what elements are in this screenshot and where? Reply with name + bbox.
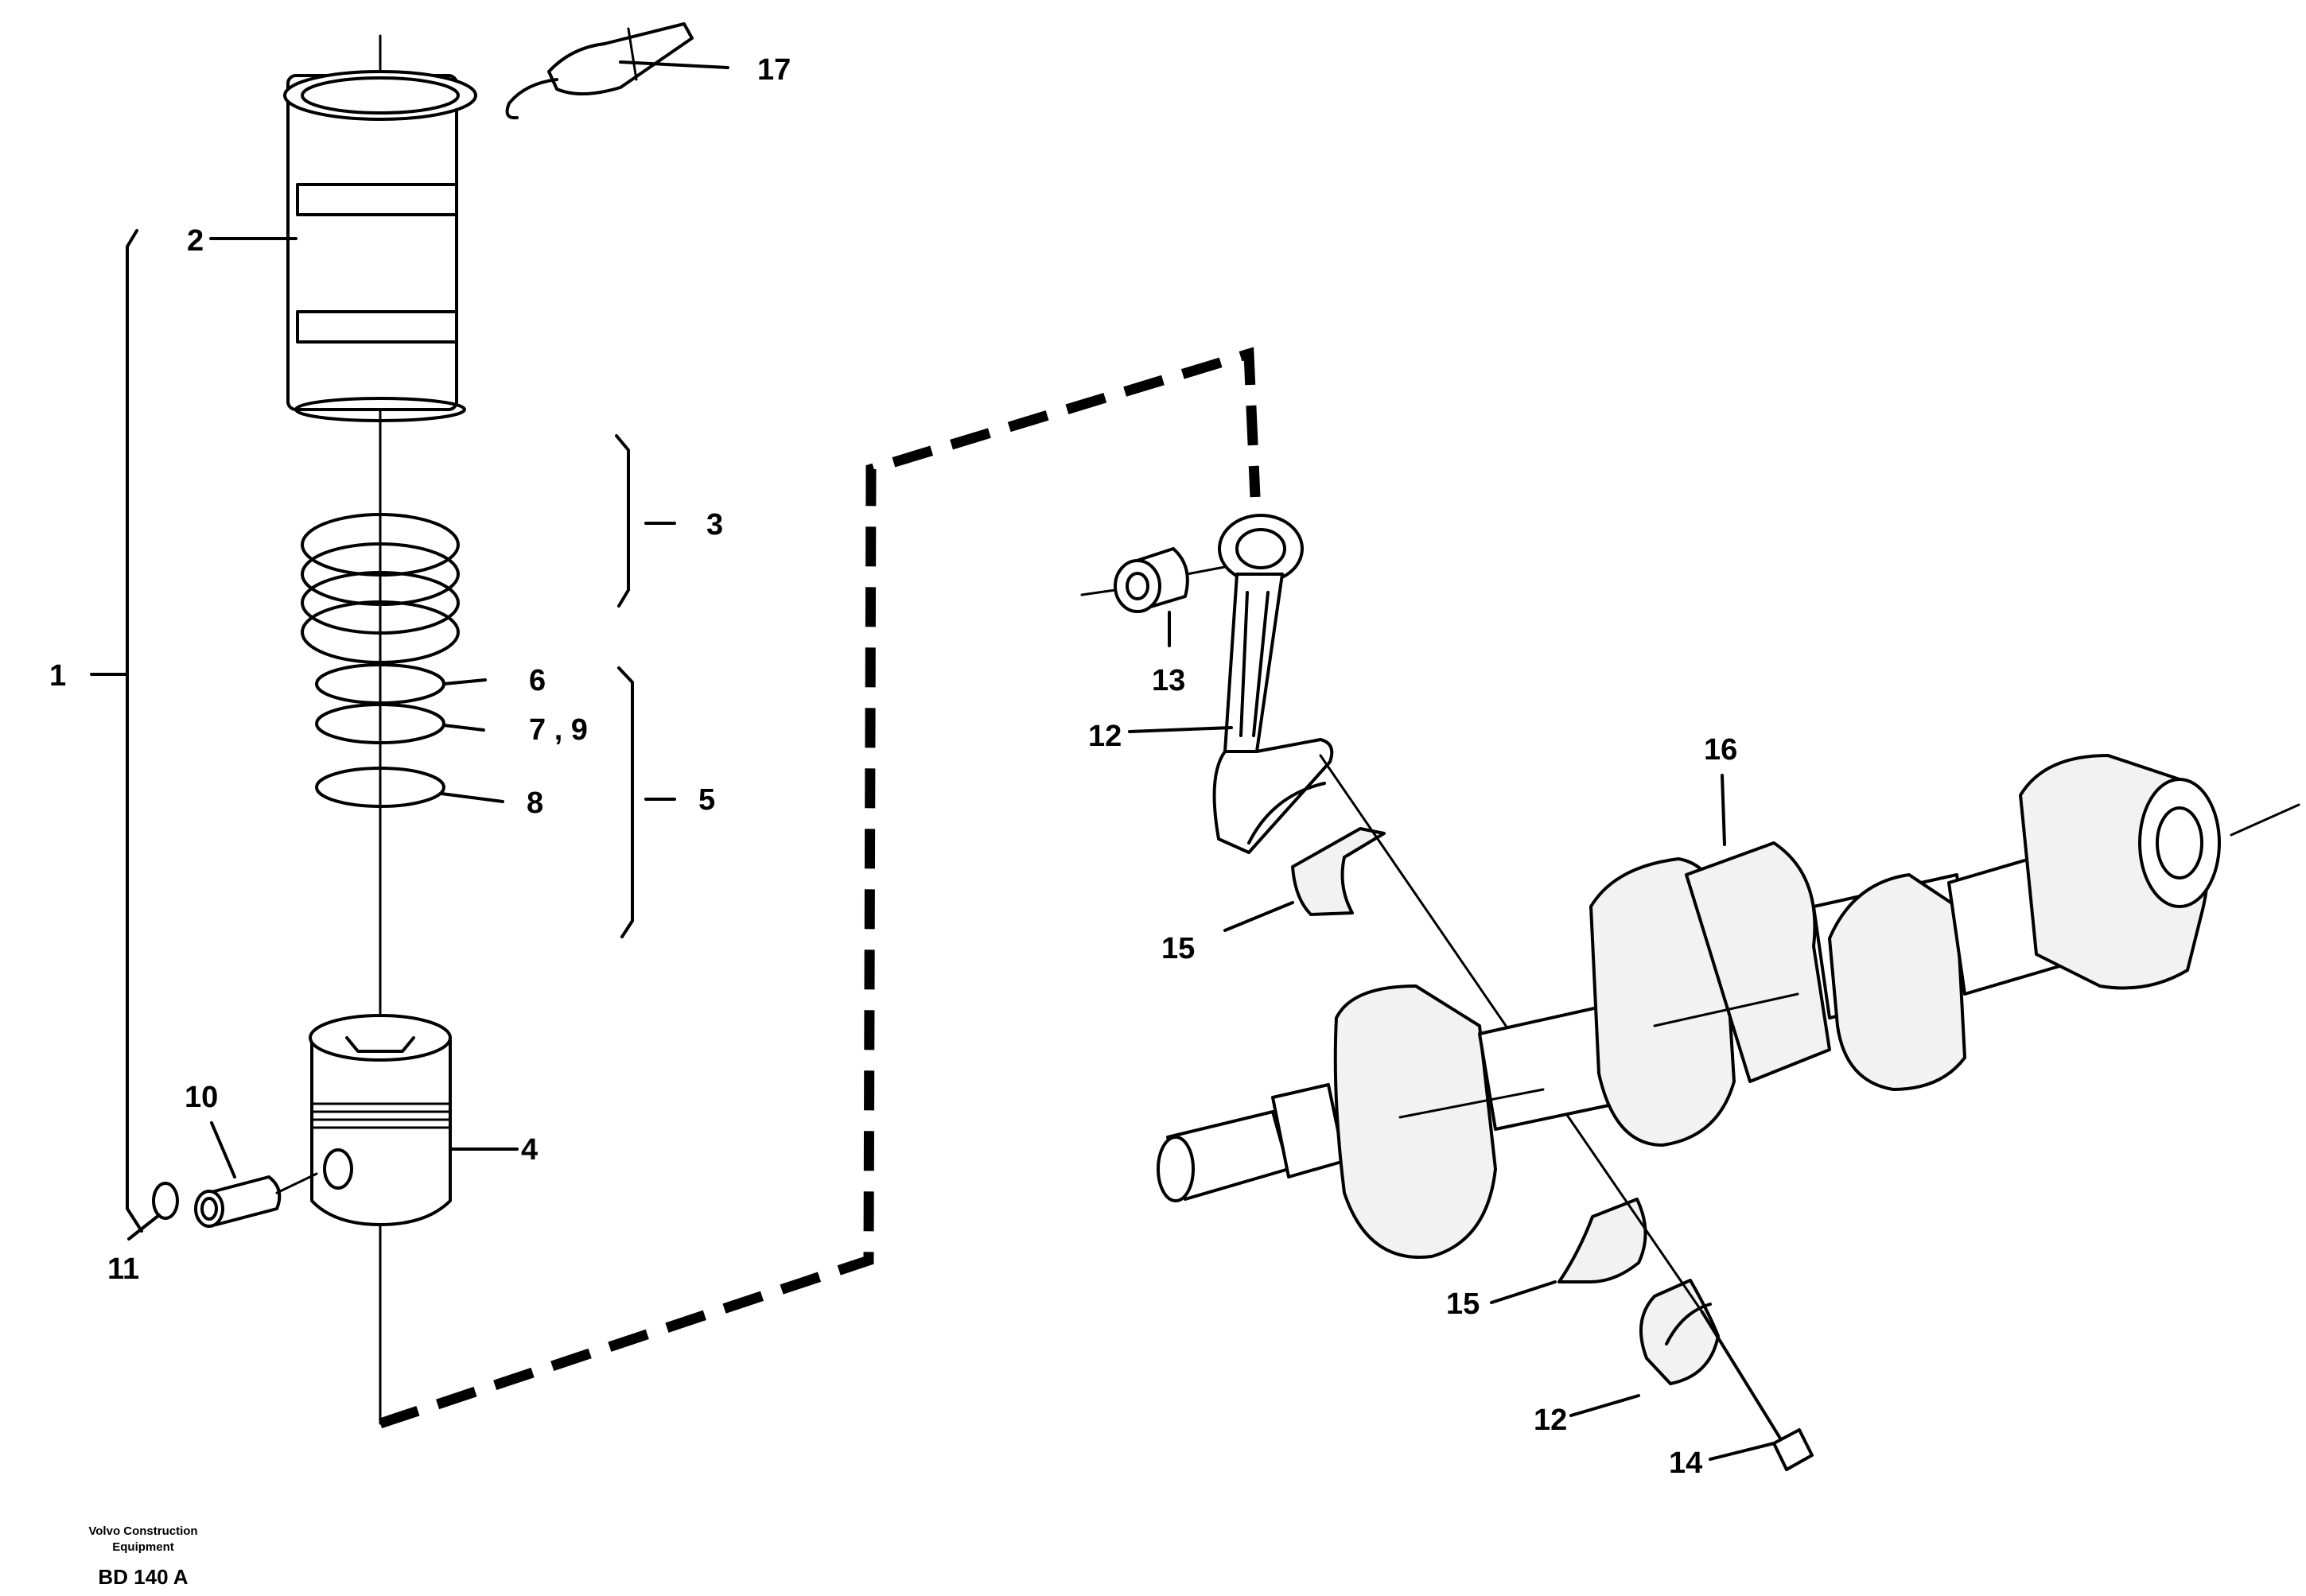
- callout-17: 17: [757, 53, 791, 87]
- dashed-connector: [378, 347, 1261, 1429]
- callout-15-upper: 15: [1161, 932, 1195, 965]
- leader-lines: [90, 60, 1775, 1461]
- connecting-rod-part: [1212, 514, 1334, 854]
- piston-rings-set-3: [301, 513, 460, 664]
- callout-3: 3: [706, 508, 723, 542]
- bolt-part: [1701, 1311, 1814, 1471]
- callout-15-lower: 15: [1446, 1287, 1480, 1321]
- callout-2: 2: [187, 224, 204, 258]
- callout-13: 13: [1152, 664, 1185, 697]
- bearing-shell-upper-part: [1291, 827, 1386, 916]
- footer-maker-line2: Equipment: [112, 1540, 174, 1554]
- callout-4: 4: [521, 1133, 538, 1167]
- footer-maker-line1: Volvo Construction: [88, 1524, 197, 1538]
- bracket-3: [615, 434, 630, 608]
- callout-12-rod: 12: [1088, 720, 1122, 753]
- callout-10: 10: [185, 1081, 218, 1114]
- piston-part: [309, 1014, 452, 1226]
- callout-12-cap: 12: [1534, 1404, 1567, 1437]
- crankshaft-part: [1157, 754, 2300, 1259]
- callout-5: 5: [698, 783, 715, 817]
- piston-pin-part: [194, 1172, 318, 1228]
- sealant-tube-part: [505, 22, 694, 120]
- callout-1: 1: [49, 659, 66, 693]
- footer-code: BD 140 A: [98, 1565, 188, 1589]
- callout-11: 11: [107, 1252, 139, 1286]
- callout-6: 6: [529, 664, 546, 697]
- circlip-part: [152, 1182, 179, 1220]
- cylinder-liner-part: [283, 70, 477, 422]
- bracket-1: [126, 229, 143, 1233]
- bushing-part: [1080, 547, 1231, 613]
- callout-14: 14: [1669, 1446, 1702, 1480]
- bracket-5: [617, 666, 634, 938]
- callout-7-9: 7 , 9: [529, 713, 588, 747]
- rod-cap-part: [1639, 1279, 1720, 1385]
- callout-8: 8: [527, 786, 543, 820]
- callout-16: 16: [1704, 733, 1737, 767]
